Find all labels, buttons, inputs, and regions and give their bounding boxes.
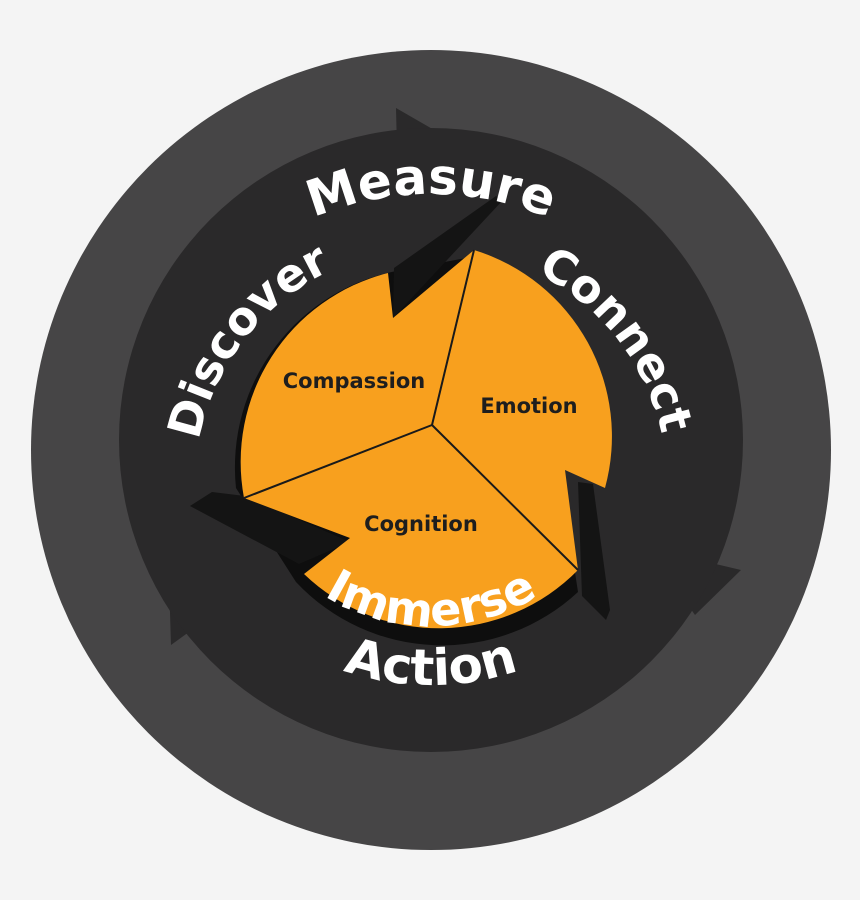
inner-arrow-right <box>578 482 610 620</box>
inner-arrow-left <box>190 492 350 564</box>
core-label-cognition: Cognition <box>364 512 478 536</box>
core-divider-left <box>243 424 433 499</box>
core-segment-cognition <box>244 425 578 629</box>
core-label-compassion: Compassion <box>283 369 426 393</box>
core-label-emotion: Emotion <box>480 394 577 418</box>
core-divider-right <box>431 424 579 571</box>
inner-arrow-top <box>393 196 503 318</box>
core-segment-emotion <box>432 250 612 570</box>
core-segment-compassion <box>240 250 474 498</box>
core-divider-top <box>431 249 475 426</box>
